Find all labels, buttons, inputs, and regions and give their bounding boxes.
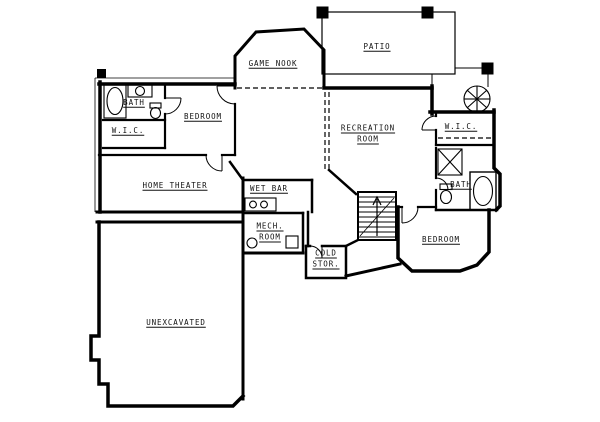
exterior-walls [89,27,502,408]
dashed-lines [237,87,492,170]
fixtures [103,84,497,249]
stairs [357,191,397,241]
bathtub-icon [103,84,127,119]
toilet-icon [149,102,162,120]
shower-icon [437,148,463,176]
room-label-unexcavated: UNEXCAVATED [146,317,206,327]
door-swings [164,85,449,259]
room-label-wet-bar: WET BAR [250,183,288,193]
stairs-direction-arrow-icon [372,195,382,236]
room-label-home-theater: HOME THEATER [142,180,208,190]
room-label-bedroom-right: BEDROOM [422,234,460,244]
water-heater-icon [246,237,258,249]
room-label-cold-storage: COLD STOR. [312,248,340,269]
room-label-bath-right: BATH [450,179,472,189]
room-label-bath-left: BATH [123,97,145,107]
room-label-bedroom-left: BEDROOM [184,111,222,121]
patio-column-icon [316,6,329,19]
spiral-staircase-icon [463,85,491,113]
furnace-icon [285,235,299,249]
patio-column-icon [481,62,494,75]
sink-icon [127,84,153,98]
wet-bar-sink-icon [244,197,277,212]
room-label-wic-left: W.I.C. [111,125,145,135]
patio-column-icon [421,6,434,19]
room-label-patio: PATIO [363,41,391,51]
room-label-game-nook: GAME NOOK [248,58,298,68]
room-label-wic-right: W.I.C. [444,121,478,131]
interior-walls [97,82,496,212]
reference-lines [94,77,236,212]
garden-tub-icon [469,171,497,211]
toilet-icon [439,183,453,205]
corner-column-icon [97,69,106,78]
patio-structure [316,6,494,87]
room-label-recreation: RECREATION ROOM [340,123,396,144]
room-label-mech-room: MECH. ROOM [256,221,284,242]
